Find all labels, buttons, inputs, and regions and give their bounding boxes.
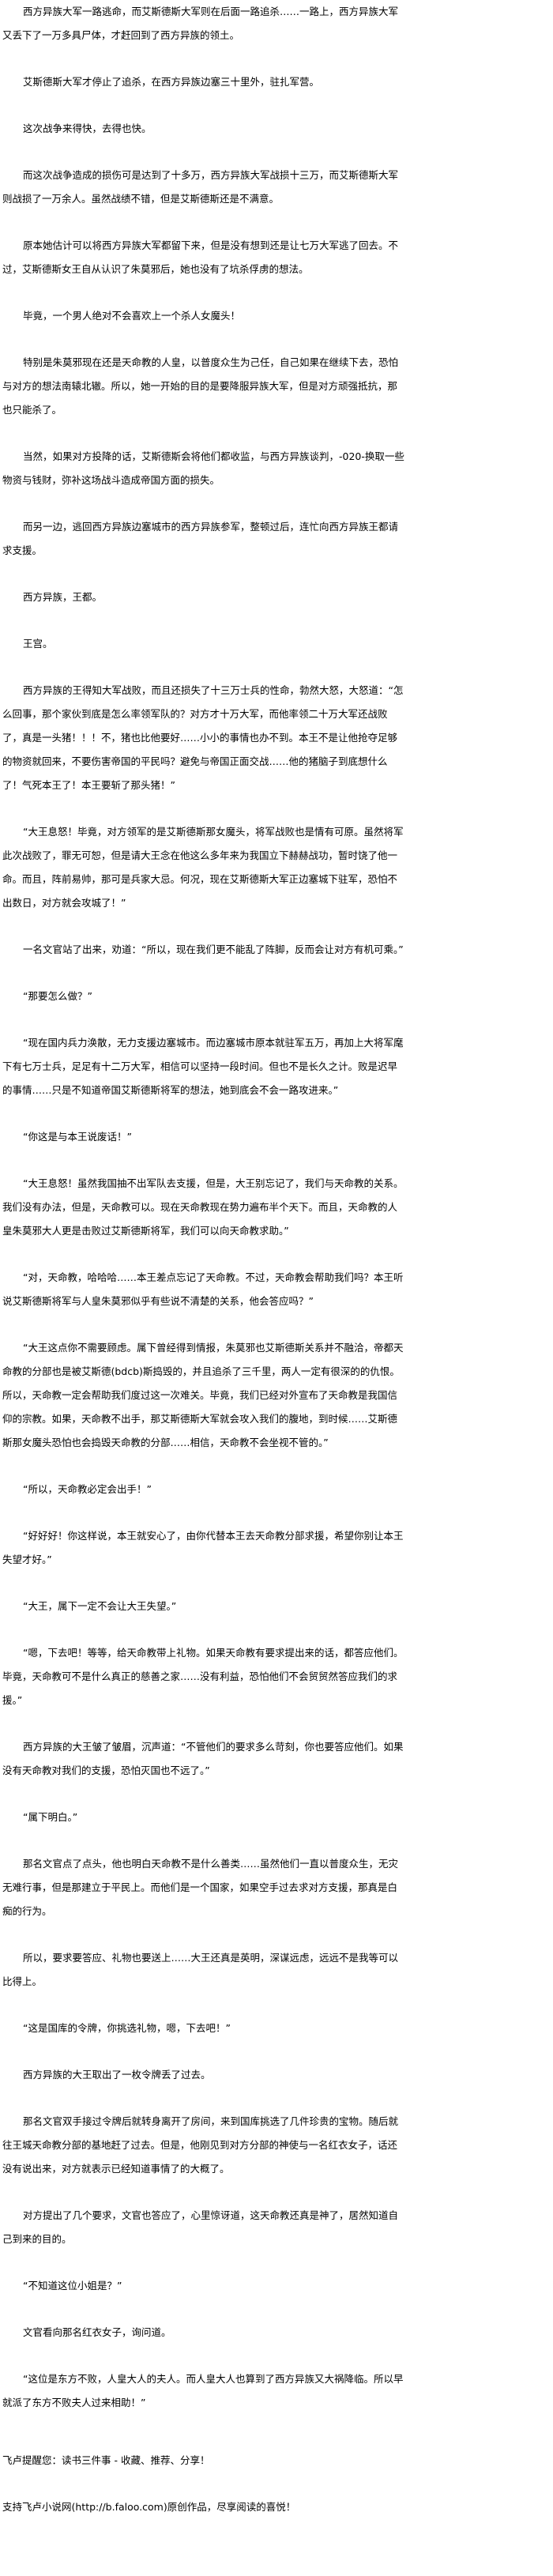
story-paragraph: 这次战争来得快，去得也快。 [23, 122, 152, 134]
story-paragraph: “大王，属下一定不会让大王失望。” [23, 1600, 177, 1612]
story-paragraph: “现在国内兵力涣散，无力支援边塞城市。而边塞城市原本就驻军五万，再加上大将军麾下… [2, 1037, 404, 1096]
story-paragraph: “所以，天命教必定会出手！” [23, 1483, 152, 1495]
story-paragraph: “好好好！你这样说，本王就安心了，由你代替本王去天命教分部求援，希望你别让本王失… [2, 1530, 404, 1565]
story-paragraph: 而另一边，逃回西方异族边塞城市的西方异族参军，整顿过后，连忙向西方异族王都请求支… [2, 521, 399, 556]
story-paragraph: “大王息怒！毕竟，对方领军的是艾斯德斯那女魔头，将军战败也是情有可原。虽然将军此… [2, 826, 404, 909]
story-paragraph: 原本她估计可以将西方异族大军都留下来，但是没有想到还是让七万大军逃了回去。不过，… [2, 239, 399, 275]
story-paragraph: “这位是东方不败，人皇大人的夫人。而人皇大人也算到了西方异族又大祸降临。所以早就… [2, 2373, 404, 2408]
chapter-content: 西方异族大军一路逃命，而艾斯德斯大军则在后面一路追杀……一路上，西方异族大军又丢… [2, 6, 404, 2408]
story-paragraph: 西方异族的大王取出了一枚令牌丢了过去。 [23, 2069, 211, 2081]
story-paragraph: “属下明白。” [23, 1811, 78, 1823]
story-paragraph: 西方异族大军一路逃命，而艾斯德斯大军则在后面一路追杀……一路上，西方异族大军又丢… [2, 6, 399, 41]
story-paragraph: 文官看向那名红衣女子，询问道。 [23, 2326, 171, 2338]
story-paragraph: “不知道这位小姐是？” [23, 2280, 122, 2292]
story-paragraph: 一名文官站了出来，劝道：“所以，现在我们更不能乱了阵脚，反而会让对方有机可乘。” [23, 943, 404, 955]
story-paragraph: 西方异族的王得知大军战败，而且还损失了十三万士兵的性命，勃然大怒，大怒道：“怎么… [2, 684, 404, 791]
story-paragraph: 西方异族，王都。 [23, 591, 103, 603]
story-paragraph: 当然，如果对方投降的话，艾斯德斯会将他们都收监，与西方异族谈判，-020-换取一… [2, 450, 404, 486]
support-notice: 支持飞卢小说网(http://b.faloo.com)原创作品，尽享阅读的喜悦！ [2, 2501, 296, 2513]
story-paragraph: 那名文官双手接过令牌后就转身离开了房间，来到国库挑选了几件珍贵的宝物。随后就往王… [2, 2115, 399, 2175]
story-paragraph: 那名文官点了点头，他也明白天命教不是什么善类……虽然他们一直以普度众生，无灾无难… [2, 1858, 399, 1917]
story-paragraph: “你这是与本王说废话！” [23, 1131, 132, 1143]
story-paragraph: “嗯，下去吧！等等，给天命教带上礼物。如果天命教有要求提出来的话，都答应他们。毕… [2, 1647, 404, 1706]
story-paragraph: 对方提出了几个要求，文官也答应了，心里惊讶道，这天命教还真是神了，居然知道自己到… [2, 2209, 399, 2245]
story-paragraph: 特别是朱莫邪现在还是天命教的人皇，以普度众生为己任，自己如果在继续下去，恐怕与对… [2, 356, 399, 416]
story-paragraph: 王宫。 [23, 638, 53, 650]
story-paragraph: “大王这点你不需要顾虑。属下曾经得到情报，朱莫邪也艾斯德斯关系并不融洽，帝都天命… [2, 1342, 404, 1448]
story-paragraph: 所以，要求要答应、礼物也要送上……大王还真是英明，深谋远虑，远远不是我等可以比得… [2, 1952, 399, 1987]
reading-reminder: 飞卢提醒您：读书三件事 - 收藏、推荐、分享！ [2, 2454, 210, 2466]
site-footer: 飞卢提醒您：读书三件事 - 收藏、推荐、分享！ 支持飞卢小说网(http://b… [0, 2438, 553, 2519]
story-paragraph: “对，天命教，哈哈哈……本王差点忘记了天命教。不过，天命教会帮助我们吗？本王听说… [2, 1271, 404, 1307]
story-paragraph: 艾斯德斯大军才停止了追杀，在西方异族边塞三十里外，驻扎军营。 [23, 76, 320, 88]
story-paragraph: 西方异族的大王皱了皱眉，沉声道：“不管他们的要求多么苛刻，你也要答应他们。如果没… [2, 1741, 404, 1776]
story-paragraph: “那要怎么做？” [23, 990, 92, 1002]
story-paragraph: 而这次战争造成的损伤可是达到了十多万，西方异族大军战损十三万，而艾斯德斯大军则战… [2, 169, 399, 205]
story-paragraph: “大王息怒！虽然我国抽不出军队去支援，但是，大王别忘记了，我们与天命教的关系。我… [2, 1177, 404, 1237]
story-paragraph: “这是国库的令牌，你挑选礼物，嗯，下去吧！” [23, 2022, 231, 2034]
story-paragraph: 毕竟，一个男人绝对不会喜欢上一个杀人女魔头！ [23, 310, 241, 322]
